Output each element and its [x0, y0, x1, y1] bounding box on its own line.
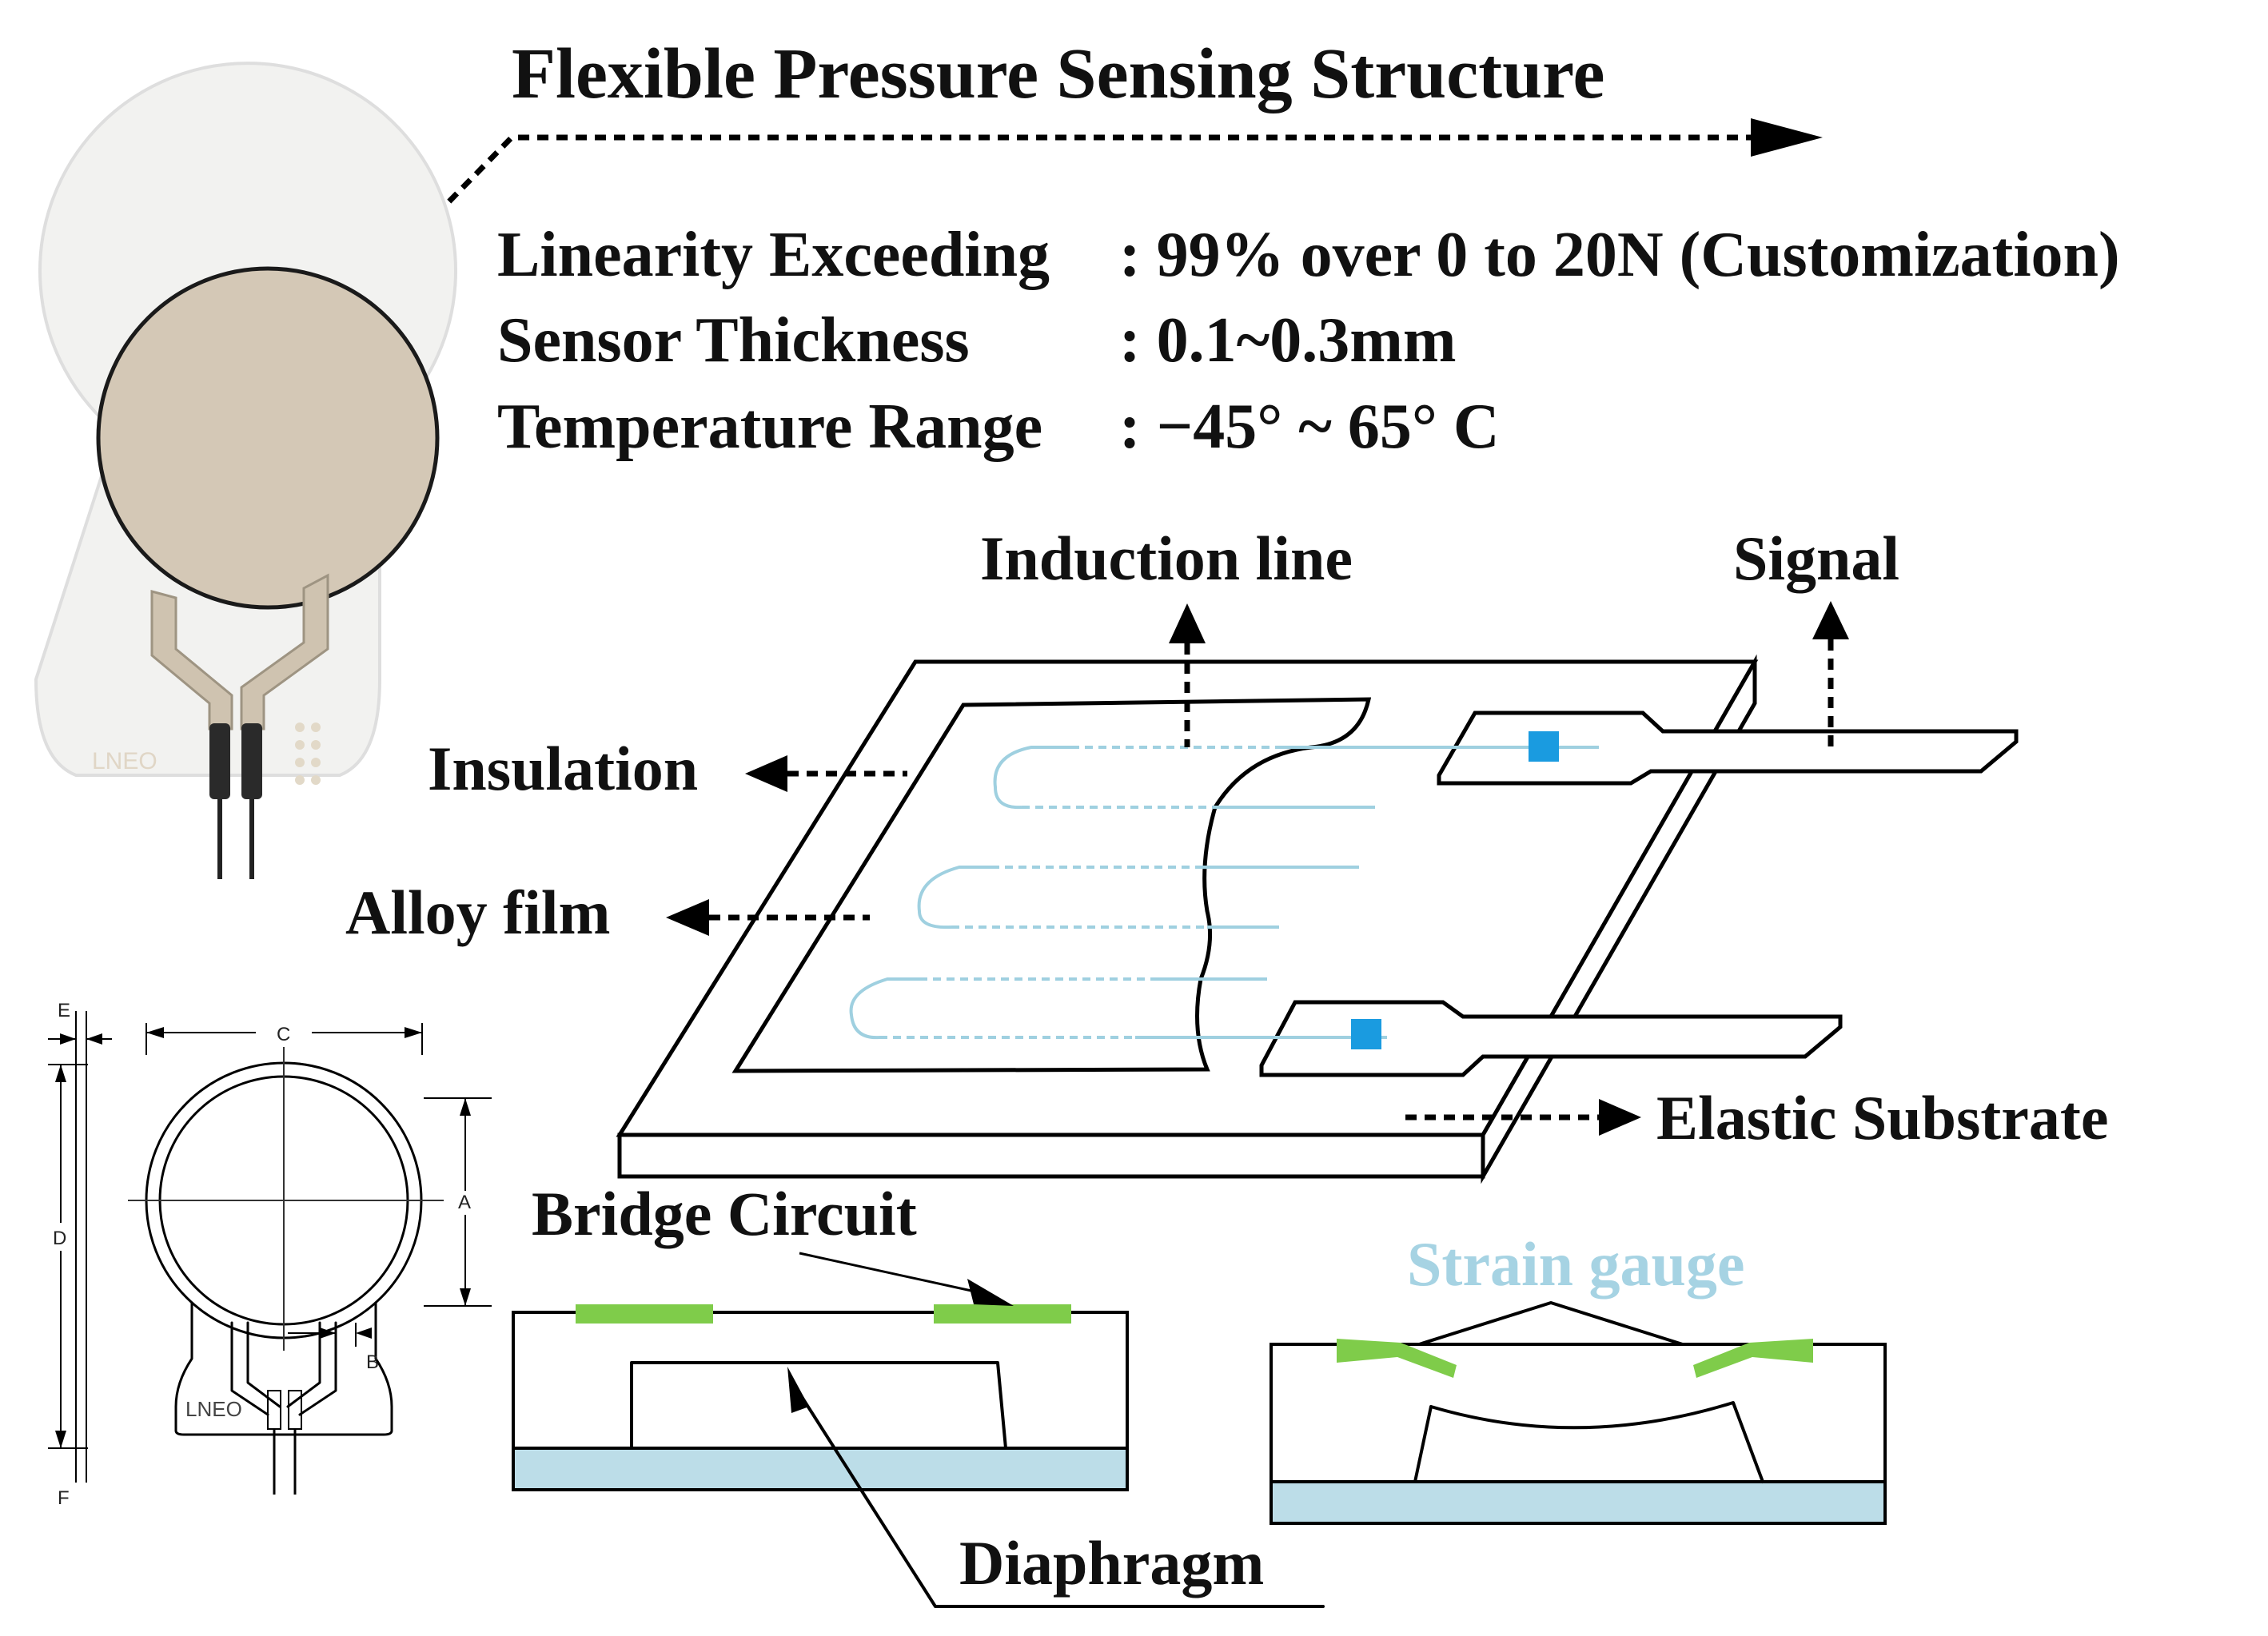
elastic-substrate-front: [617, 1132, 1485, 1179]
diaphragm-pointer-head: [787, 1367, 809, 1413]
dim-label-d: D: [53, 1228, 66, 1249]
label-diaphragm: Diaphragm: [959, 1528, 1264, 1598]
sensor-photo: LNEO: [34, 62, 457, 879]
dim-label-f: F: [58, 1487, 70, 1509]
strain-gauge-left: [1337, 1339, 1457, 1378]
spec-list: Linearity Exceeding : 99% over 0 to 20N …: [497, 220, 2120, 462]
dim-label-e: E: [58, 1000, 70, 1021]
label-alloy-film: Alloy film: [345, 878, 610, 947]
bridge-gauge-left: [576, 1304, 713, 1324]
signal-tab-bottom: [1259, 1000, 1843, 1077]
sensor-pin-left: [209, 723, 230, 799]
insulation-arrowhead: [745, 755, 787, 792]
bridge-gauge-right: [934, 1304, 1071, 1324]
spec-linearity-name: Linearity Exceeding: [497, 220, 1050, 290]
alloy-film-arrowhead: [666, 899, 709, 936]
spec-thickness-value: : 0.1~0.3mm: [1119, 305, 1457, 376]
label-bridge-circuit: Bridge Circuit: [532, 1179, 917, 1248]
label-signal: Signal: [1733, 523, 1899, 593]
contact-pad-top: [1529, 731, 1559, 762]
spec-linearity-value: : 99% over 0 to 20N (Customization): [1119, 220, 2120, 290]
dim-label-b: B: [366, 1351, 379, 1373]
label-strain-gauge: Strain gauge: [1407, 1229, 1745, 1299]
induction-line-arrowhead: [1169, 603, 1206, 643]
label-induction-line: Induction line: [980, 523, 1353, 593]
sensor-trace-left: [150, 590, 233, 730]
structure-labels: Induction line Signal Insulation Alloy f…: [345, 523, 2109, 1152]
bridge-circuit-pointer-head: [967, 1279, 1014, 1306]
contact-pad-bottom: [1351, 1019, 1381, 1049]
strain-base-substrate: [1270, 1480, 1887, 1525]
elastic-substrate-arrowhead: [1599, 1099, 1641, 1136]
diaphragm-callout: Diaphragm: [787, 1367, 1325, 1608]
sensor-3d-structure: [616, 654, 2019, 1184]
sensor-logo: LNEO: [92, 748, 157, 774]
label-elastic-substrate: Elastic Substrate: [1656, 1083, 2109, 1152]
spec-temperature-name: Temperature Range: [497, 392, 1042, 462]
bridge-circuit-diagram: Bridge Circuit: [512, 1179, 1129, 1491]
dimension-logo: LNEO: [185, 1397, 242, 1421]
strain-cavity: [1413, 1401, 1764, 1483]
sensor-pin-right: [241, 723, 262, 799]
bridge-cavity: [630, 1361, 1007, 1450]
diagram-title: Flexible Pressure Sensing Structure: [512, 34, 1604, 113]
dimension-drawing: LNEO C A B D E F: [48, 1000, 492, 1509]
strain-gauge-right: [1693, 1339, 1813, 1378]
dim-label-c: C: [277, 1024, 290, 1045]
spec-thickness-name: Sensor Thickness: [497, 305, 970, 376]
signal-tab-top: [1437, 711, 2019, 786]
dim-label-a: A: [458, 1192, 471, 1213]
signal-arrowhead: [1812, 601, 1849, 639]
label-insulation: Insulation: [428, 734, 698, 803]
bridge-base-substrate: [512, 1447, 1129, 1491]
sensor-disc: [96, 266, 440, 610]
strain-gauge-diagram: Strain gauge: [1270, 1229, 1887, 1525]
spec-temperature-value: : −45° ~ 65° C: [1119, 392, 1500, 462]
